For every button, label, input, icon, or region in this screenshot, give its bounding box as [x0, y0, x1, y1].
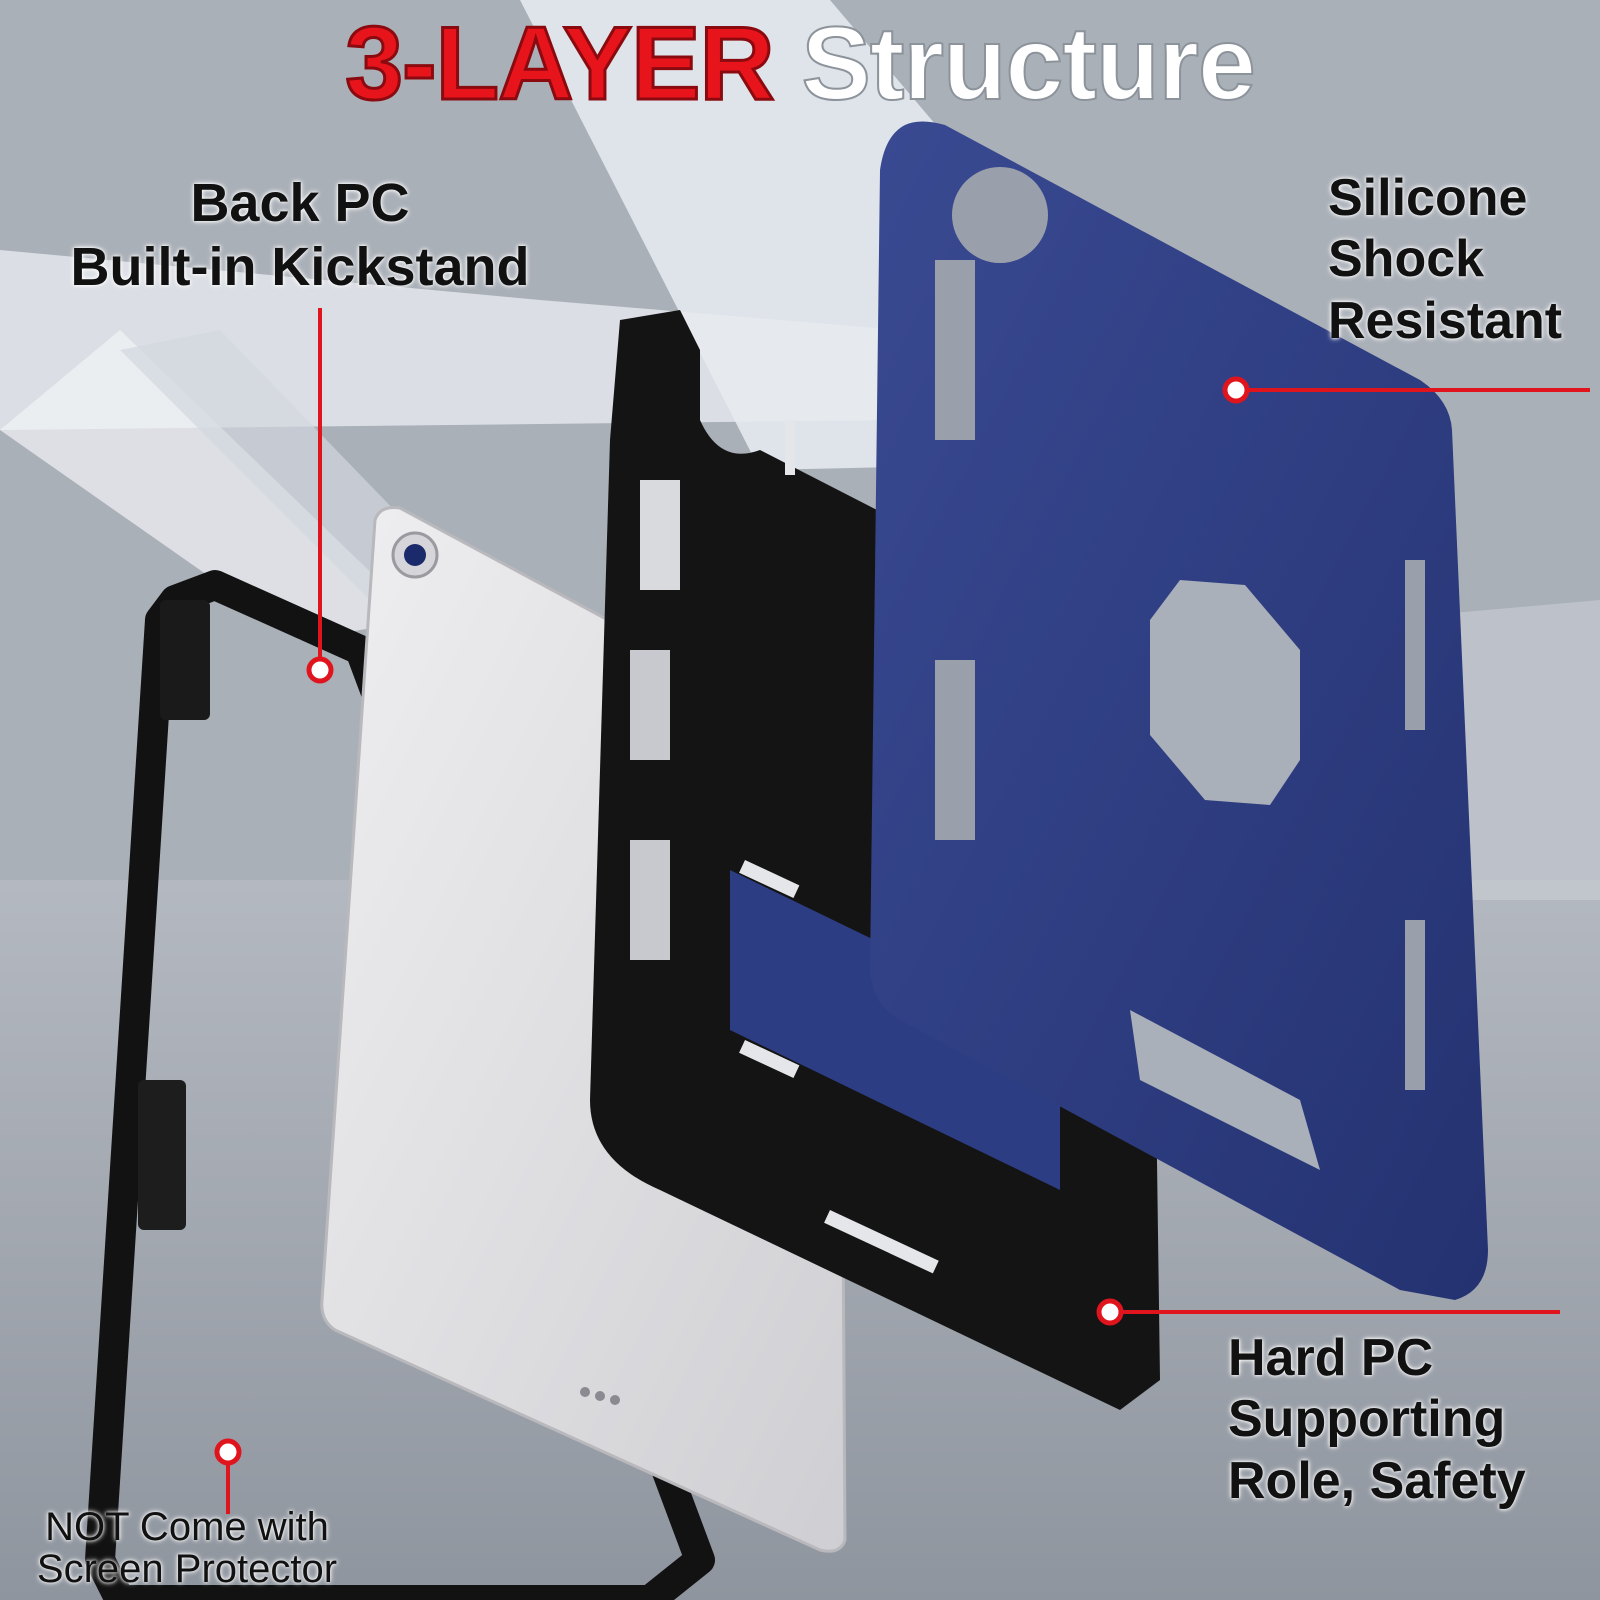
- title-rest: Structure: [800, 6, 1256, 122]
- callout-hard-pc-line3: Role, Safety: [1228, 1451, 1526, 1510]
- callout-back-pc-line2: Built-in Kickstand: [70, 236, 530, 297]
- callout-silicone-line2: Shock: [1328, 230, 1485, 289]
- callout-back-pc: Back PC Built-in Kickstand: [60, 172, 540, 299]
- callout-lines: [214, 308, 1590, 1514]
- callout-no-protector-line2: Screen Protector: [36, 1547, 338, 1591]
- callout-hard-pc-line1: Hard PC: [1228, 1329, 1434, 1387]
- bumper-frame: [85, 570, 715, 1600]
- silicone-layer: [870, 121, 1488, 1300]
- callout-hard-pc-line2: Supporting: [1228, 1390, 1506, 1449]
- callout-hard-pc: Hard PC Supporting Role, Safety: [1228, 1328, 1526, 1512]
- title-highlight: 3-LAYER: [344, 6, 776, 122]
- callout-dot-no-protector: [214, 1438, 242, 1466]
- callout-dot-silicone: [1222, 376, 1250, 404]
- callout-no-screen-protector: NOT Come with Screen Protector: [12, 1506, 362, 1590]
- page-title: 3-LAYER Structure: [0, 11, 1600, 118]
- callout-no-protector-line1: NOT Come with: [45, 1505, 329, 1549]
- callout-silicone-line3: Resistant: [1328, 291, 1563, 350]
- callout-dot-back-pc: [306, 656, 334, 684]
- callout-dot-hard-pc: [1096, 1298, 1124, 1326]
- callout-back-pc-line1: Back PC: [190, 173, 410, 233]
- callout-silicone-line1: Silicone: [1328, 169, 1528, 227]
- callout-silicone: Silicone Shock Resistant: [1328, 168, 1562, 352]
